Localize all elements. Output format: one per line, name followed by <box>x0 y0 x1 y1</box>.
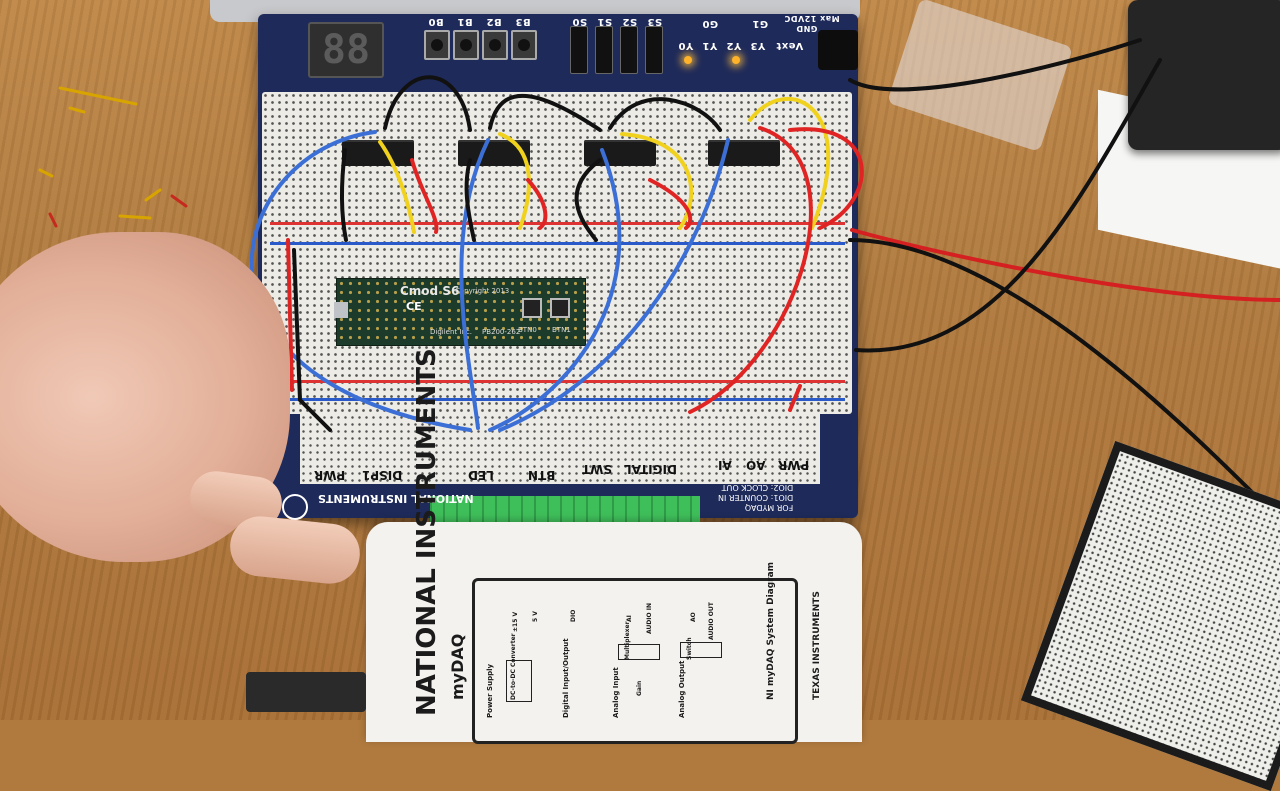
push-button-b2[interactable] <box>482 30 508 60</box>
cmod-btn1-label: BTN1 <box>552 326 571 334</box>
cmod-label: Cmod S6 <box>400 284 460 298</box>
ground-rail-blue-upper <box>270 242 845 245</box>
wire-blue-3 <box>488 148 622 432</box>
seven-segment-display: 88 <box>308 22 384 78</box>
block-switch-box <box>680 642 722 658</box>
cable-black-probe-2 <box>848 238 1280 522</box>
cable-red-probe <box>850 228 1280 302</box>
block-analog-output: Analog Output <box>678 660 686 718</box>
block-analog-input: Analog Input <box>612 667 620 718</box>
wire-red-pwr <box>788 384 802 412</box>
wire-yellow-2 <box>498 132 531 230</box>
wire-blue-2 <box>459 138 490 430</box>
block-gain: Gain <box>636 680 643 696</box>
wire-black-left <box>292 248 332 432</box>
wire-black-6 <box>574 158 602 242</box>
wire-yellow-3 <box>620 132 694 230</box>
logic-ic-4 <box>708 140 780 166</box>
signal-5v: 5 V <box>532 611 539 622</box>
mydaq-diagram-title: NI myDAQ System Diagram <box>766 561 776 700</box>
signal-dio: DIO <box>570 609 577 622</box>
cmod-part: PB200-262 <box>482 328 521 336</box>
cmod-button-1[interactable] <box>550 298 570 318</box>
block-mux-box <box>618 644 660 660</box>
cable-black-probe <box>848 38 1142 92</box>
logic-ic-1 <box>342 140 414 166</box>
block-switch: Switch <box>686 637 693 660</box>
mydaq-device <box>366 522 862 742</box>
push-button-b0[interactable] <box>424 30 450 60</box>
mydaq-ti-brand: TEXAS INSTRUMENTS <box>812 591 822 700</box>
signal-15v: ±15 V <box>512 611 519 632</box>
slide-switch-s1[interactable] <box>595 26 613 74</box>
cmod-maker: Digilent Inc. <box>430 328 472 336</box>
power-rail-red-upper <box>270 222 845 225</box>
mydaq-model: myDAQ <box>448 633 467 700</box>
signal-ao: AO <box>690 612 697 622</box>
wire-yellow-4 <box>748 96 831 230</box>
micro-usb-port[interactable] <box>334 302 348 318</box>
usb-cable-plug <box>246 672 366 712</box>
wire-yellow-1 <box>378 140 416 234</box>
wire-red-1 <box>410 158 439 234</box>
wire-red-5 <box>788 127 864 230</box>
block-power-supply: Power Supply <box>486 663 494 718</box>
wire-blue-4 <box>498 138 730 432</box>
wire-red-left <box>286 238 294 392</box>
wire-black-4 <box>340 148 348 242</box>
led-y0-lit <box>684 56 692 64</box>
cmod-copyright: Copyright 2013 <box>455 287 510 295</box>
signal-audio-in: AUDIO IN <box>646 603 653 634</box>
led-y2-lit <box>732 56 740 64</box>
wire-black-1 <box>383 75 472 132</box>
wire-red-3 <box>648 178 693 230</box>
cmod-button-0[interactable] <box>522 298 542 318</box>
slide-switch-s0[interactable] <box>570 26 588 74</box>
cut-wire-scraps <box>38 86 162 220</box>
jumper-wires <box>38 38 1280 522</box>
block-digital-io: Digital Input/Output <box>562 638 570 718</box>
io-header-panel <box>300 414 820 484</box>
wire-black-5 <box>464 158 476 242</box>
signal-ai: AI <box>626 615 633 622</box>
push-button-b1[interactable] <box>453 30 479 60</box>
signal-audio-out: AUDIO OUT <box>708 602 715 640</box>
block-multiplexer: Multiplexer <box>624 621 631 660</box>
push-button-b3[interactable] <box>511 30 537 60</box>
block-dc-dc-box <box>506 660 532 702</box>
power-jack[interactable] <box>818 30 858 70</box>
slide-switch-s3[interactable] <box>645 26 663 74</box>
cmod-btn0-label: BTN0 <box>518 326 537 334</box>
wire-red-2 <box>526 178 548 230</box>
slide-switch-s2[interactable] <box>620 26 638 74</box>
cmod-ce-mark: CE <box>406 300 422 313</box>
wire-black-3 <box>608 97 722 132</box>
cable-black-probe-3 <box>854 58 1162 353</box>
wire-blue-1 <box>249 130 472 432</box>
wire-red-4 <box>688 126 813 414</box>
wire-black-2 <box>488 93 602 132</box>
block-dc-dc: DC-to-DC Converter <box>510 633 517 700</box>
mydaq-brand: NATIONAL INSTRUMENTS <box>412 348 442 716</box>
